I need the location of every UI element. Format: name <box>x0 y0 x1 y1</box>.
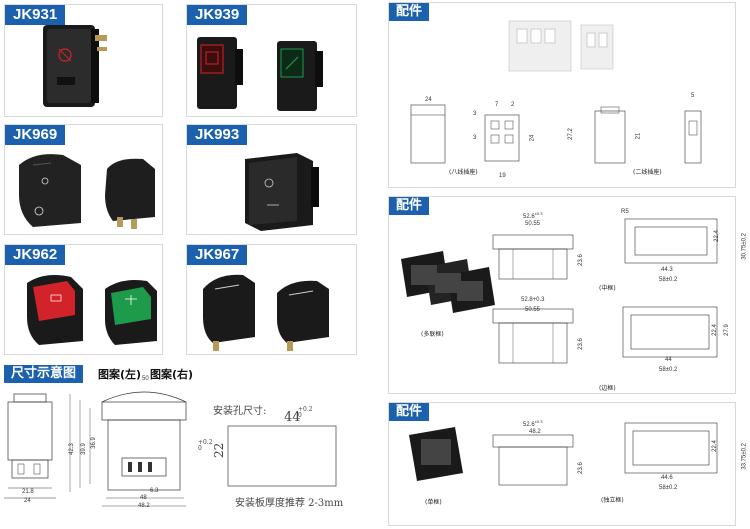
accessory-panel-connectors: 配件 24 7 2 3 3 24 19 (八线插座) 27.2 21 5 (二线… <box>388 2 736 188</box>
caption-middle-frame: (中框) <box>599 285 616 292</box>
dim-3-b: 3 <box>473 135 477 141</box>
dim-19: 19 <box>499 173 506 179</box>
caption-8-wire-socket: (八线插座) <box>449 169 478 176</box>
dim-50: 50 <box>142 376 149 382</box>
caption-multi-frame: (多联框) <box>421 331 444 338</box>
panel-thickness-note: 安装板厚度推荐 2-3mm <box>235 498 344 509</box>
dim-50-55-top: 50.55 <box>525 221 541 227</box>
model-label: JK967 <box>187 245 248 265</box>
dim-5: 5 <box>691 93 695 99</box>
dim-23-6-bottom: 23.6 <box>577 338 584 350</box>
dim-58-mid: 58±0.2 <box>659 277 678 283</box>
dim-58-single: 58±0.2 <box>659 485 678 491</box>
product-panel-jk993: JK993 <box>186 124 357 235</box>
dim-23-6-single: 23.6 <box>577 462 584 474</box>
single-frame-drawings <box>409 422 718 486</box>
switch-image <box>245 153 319 231</box>
product-panel-jk969: JK969 <box>4 124 163 235</box>
caption-side-frame: (边框) <box>599 385 616 392</box>
dim-52-6-single-value: 52.6 <box>523 422 535 428</box>
vertical-dim-lines <box>69 394 91 492</box>
switch-image <box>197 37 323 111</box>
dim-r5: R5 <box>621 209 629 215</box>
dim-24-a: 24 <box>425 97 432 103</box>
caption-single-frame: (单框) <box>425 499 442 506</box>
dim-22-4-single: 22.4 <box>711 440 718 452</box>
dim-30-75: 30.75±0.2 <box>741 233 748 260</box>
product-panel-jk967: JK967 <box>186 244 357 355</box>
mount-width: 44 <box>284 410 301 425</box>
accessory-title: 配件 <box>389 403 430 421</box>
dim-21-8: 21.8 <box>22 489 34 495</box>
dimension-section-title: 尺寸示意图 <box>4 365 84 383</box>
dim-3-a: 3 <box>473 111 477 117</box>
dim-52-8: 52.8+0.3 <box>521 297 545 303</box>
model-label: JK969 <box>5 125 66 145</box>
side-view-drawing <box>4 393 56 499</box>
dim-6-3: 6.3 <box>150 488 159 494</box>
model-label: JK939 <box>187 5 248 25</box>
dim-48: 48 <box>140 495 147 501</box>
dim-58-side: 58±0.2 <box>659 367 678 373</box>
dim-44-6: 44.6 <box>661 475 673 481</box>
model-label: JK931 <box>5 5 66 25</box>
dim-52-6-single-tolerance: ±0.3 <box>534 419 543 424</box>
switch-image <box>27 275 157 345</box>
dim-52-6-value: 52.6 <box>523 214 535 220</box>
pattern-right-label: 图案(右) <box>150 368 194 381</box>
switch-image <box>43 25 107 107</box>
dim-24-b: 24 <box>529 134 536 142</box>
caption-independent-frame: (独立框) <box>601 497 624 504</box>
dim-44-3: 44.3 <box>661 267 673 273</box>
pattern-left-label: 图案(左) <box>98 368 142 381</box>
accessory-panel-frames: 配件 52.6±0.3 50.55 23.6 R5 44.3 58±0.2 22… <box>388 196 748 394</box>
mount-height: 22 <box>212 442 226 458</box>
dim-24: 24 <box>24 498 31 504</box>
frame-drawings <box>401 218 718 364</box>
dim-27-2: 27.2 <box>567 128 574 140</box>
switch-image <box>203 274 329 351</box>
mount-hole-label: 安装孔尺寸: <box>213 406 267 417</box>
model-label: JK993 <box>187 125 248 145</box>
dim-27-9: 27.9 <box>723 324 730 336</box>
dim-33-75: 33.75±0.2 <box>741 443 748 470</box>
mount-hole-drawing <box>227 425 337 487</box>
dim-52-6: 52.6±0.3 <box>523 211 542 220</box>
dim-2: 2 <box>511 102 515 108</box>
dim-50-55-bottom: 50.55 <box>525 307 541 313</box>
accessory-title: 配件 <box>389 3 430 21</box>
dim-44-side: 44 <box>665 357 672 363</box>
product-panel-jk962: JK962 <box>4 244 163 355</box>
product-panel-jk939: JK939 <box>186 4 357 117</box>
connector-photo <box>410 20 702 164</box>
model-label: JK962 <box>5 245 66 265</box>
switch-image <box>19 154 155 229</box>
dim-22-4-mid: 22.4 <box>713 230 720 242</box>
dim-21: 21 <box>635 132 642 140</box>
dim-48-2: 48.2 <box>138 503 150 509</box>
mount-width-tolerance: +0.2 0 <box>298 406 313 419</box>
accessory-panel-single-frame: 配件 52.6±0.3 48.2 23.6 44.6 58±0.2 22.4 3… <box>388 402 748 526</box>
front-view-drawing <box>101 391 187 507</box>
caption-2-wire-socket: (二线插座) <box>633 169 662 176</box>
dim-22-4-side: 22.4 <box>711 324 718 336</box>
dim-23-6-top: 23.6 <box>577 254 584 266</box>
mount-height-tolerance: +0.2 0 <box>198 439 213 452</box>
dim-52-6-single: 52.6±0.3 <box>523 419 542 428</box>
product-panel-jk931: JK931 <box>4 4 163 117</box>
accessory-title: 配件 <box>389 197 430 215</box>
dim-52-6-tolerance: ±0.3 <box>534 211 543 216</box>
dim-7: 7 <box>495 102 499 108</box>
dim-48-2-single: 48.2 <box>529 429 541 435</box>
